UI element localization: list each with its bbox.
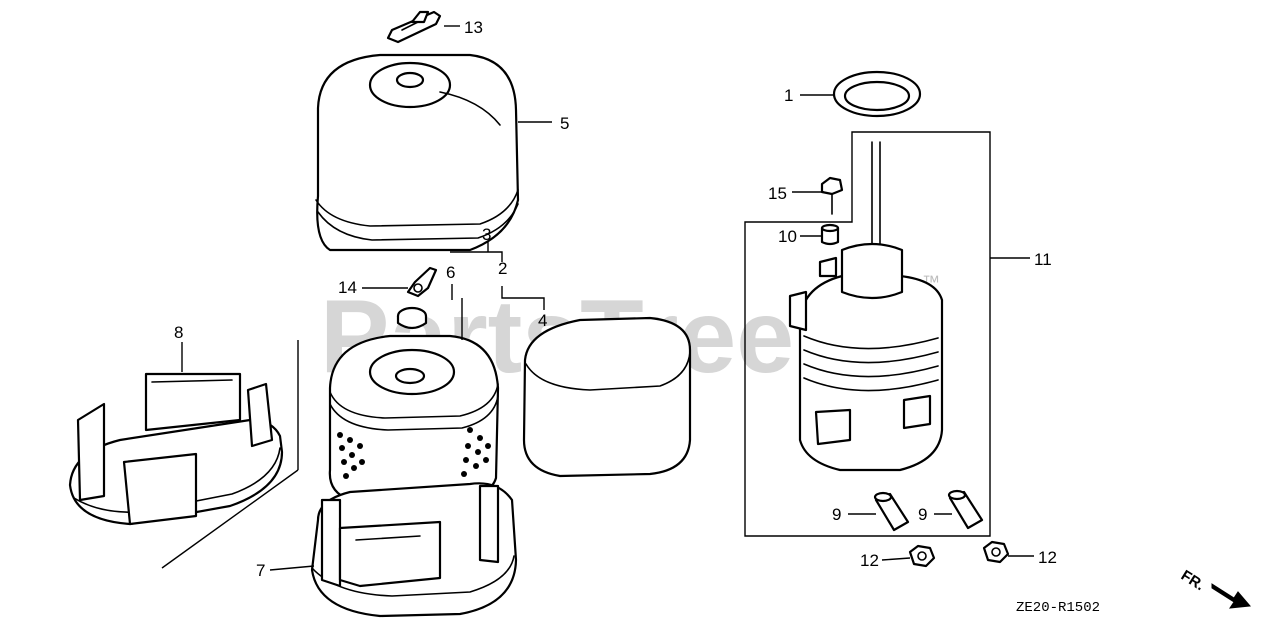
callout-8: 8 bbox=[174, 323, 183, 342]
callout-5: 5 bbox=[560, 114, 569, 133]
front-direction-indicator: FR. bbox=[1178, 567, 1252, 609]
wing-nut-icon[interactable] bbox=[406, 266, 438, 298]
callout-2: 2 bbox=[498, 259, 507, 278]
leader-lines bbox=[181, 25, 1034, 571]
gasket-ring-icon[interactable] bbox=[832, 70, 922, 118]
callout-3: 3 bbox=[482, 225, 491, 244]
callout-9a: 9 bbox=[832, 505, 841, 524]
callout-6: 6 bbox=[446, 263, 455, 282]
callout-15: 15 bbox=[768, 184, 787, 203]
callout-12a: 12 bbox=[860, 551, 879, 570]
assembly-frame bbox=[744, 131, 991, 537]
elbow-assembly-icon[interactable] bbox=[788, 141, 944, 472]
nut-icon[interactable] bbox=[908, 544, 936, 568]
collar-icon[interactable] bbox=[873, 491, 910, 532]
air-cleaner-case-icon[interactable] bbox=[310, 482, 518, 618]
wing-nut-icon[interactable] bbox=[386, 10, 442, 44]
callout-4: 4 bbox=[538, 311, 547, 330]
filter-element-icon[interactable] bbox=[328, 334, 500, 502]
bolt-icon[interactable] bbox=[820, 176, 844, 215]
callout-9b: 9 bbox=[918, 505, 927, 524]
arrow-icon bbox=[1211, 583, 1252, 609]
callout-12b: 12 bbox=[1038, 548, 1057, 567]
divider-line bbox=[161, 469, 299, 569]
air-cleaner-case-icon[interactable] bbox=[68, 372, 284, 526]
callout-1: 1 bbox=[784, 86, 793, 105]
callout-13: 13 bbox=[464, 18, 483, 37]
callout-11: 11 bbox=[1034, 250, 1052, 269]
nut-icon[interactable] bbox=[982, 540, 1010, 564]
callout-7: 7 bbox=[256, 561, 265, 580]
callout-14: 14 bbox=[338, 278, 357, 297]
collar-icon[interactable] bbox=[820, 223, 840, 246]
grommet-icon[interactable] bbox=[396, 306, 428, 330]
collar-icon[interactable] bbox=[947, 489, 984, 530]
front-label: FR. bbox=[1178, 567, 1208, 594]
foam-filter-icon[interactable] bbox=[522, 316, 692, 478]
perforation-dots bbox=[337, 427, 491, 479]
callout-10: 10 bbox=[778, 227, 797, 246]
diagram-code: ZE20-R1502 bbox=[1016, 600, 1100, 616]
air-cleaner-cover-icon[interactable] bbox=[315, 53, 520, 252]
